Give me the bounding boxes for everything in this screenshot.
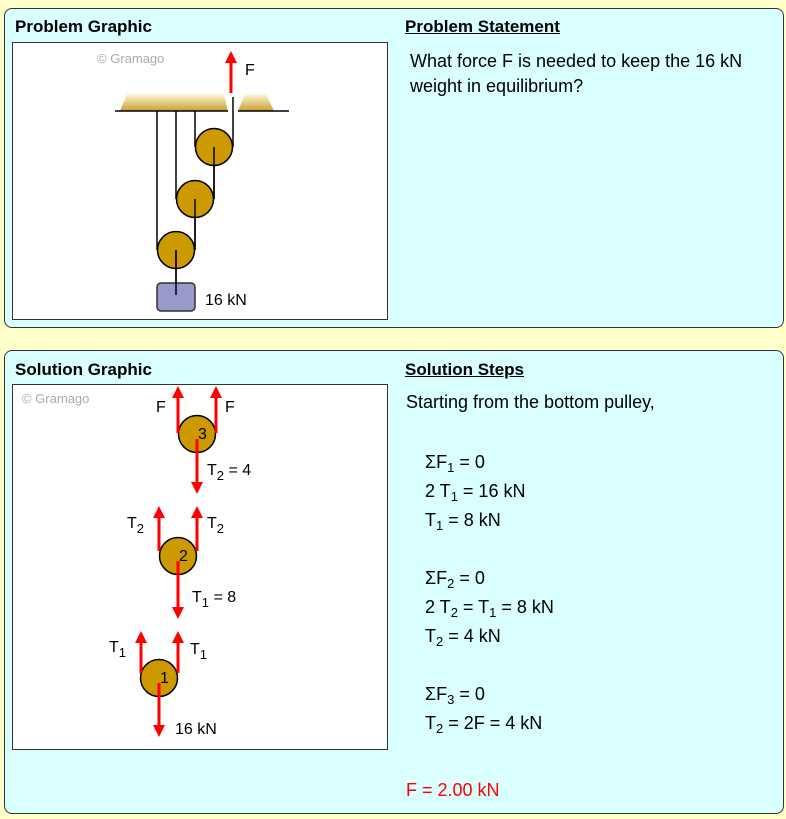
arrow-T1-left-head-icon	[135, 631, 147, 643]
ceiling-support-right	[238, 94, 274, 111]
problem-graphic: © Gramago 16 kN F	[12, 42, 388, 320]
solution-step: T2 = 4 kN	[425, 626, 501, 649]
label-F-right: F	[225, 399, 235, 416]
label-load: 16 kN	[175, 721, 217, 738]
solution-steps-title: Solution Steps	[405, 360, 524, 379]
arrow-F-left-head-icon	[172, 386, 184, 398]
label-T2-left: T2	[127, 515, 144, 536]
pulley-number: 1	[160, 670, 169, 687]
pulley-number: 3	[198, 426, 207, 443]
label-F-left: F	[156, 399, 166, 416]
arrow-T2-right-head-icon	[191, 506, 203, 518]
force-label: F	[245, 62, 255, 79]
label-T2-eq: T2 = 4	[207, 462, 251, 483]
solution-step: 2 T2 = T1 = 8 kN	[425, 597, 554, 620]
label-T2-right: T2	[207, 515, 224, 536]
problem-panel: Problem Graphic Problem Statement What f…	[4, 8, 784, 328]
solution-graphic: © Gramago 1 2 3 F F T2 = 4 T2 T2 T1 = 8 T1 T1 16 kN	[12, 384, 388, 750]
watermark: © Gramago	[97, 51, 164, 66]
solution-step: 2 T1 = 16 kN	[425, 481, 526, 504]
arrow-F-right-head-icon	[210, 386, 222, 398]
watermark: © Gramago	[22, 391, 89, 406]
problem-statement-title: Problem Statement	[405, 17, 560, 36]
solution-step: T2 = 2F = 4 kN	[425, 713, 543, 736]
label-T1-eq: T1 = 8	[192, 589, 236, 610]
arrow-T1-right-head-icon	[172, 631, 184, 643]
label-T1-right: T1	[190, 641, 207, 662]
arrow-T2-left-head-icon	[153, 506, 165, 518]
free-body-diagram: © Gramago 1 2 3 F F T2 = 4 T2 T2 T1 = 8 T1 T1 16 kN	[22, 386, 251, 738]
solution-step: ΣF3 = 0	[425, 684, 485, 707]
problem-statement: What force F is needed to keep the 16 kN…	[410, 51, 743, 96]
label-T1-left: T1	[109, 639, 126, 660]
problem-graphic-title: Problem Graphic	[15, 17, 152, 36]
solution-graphic-title: Solution Graphic	[15, 360, 152, 379]
arrow-T1-down-head-icon	[172, 607, 184, 619]
force-arrow-icon	[225, 51, 237, 63]
answer: F = 2.00 kN	[406, 780, 500, 800]
pulley-number: 2	[179, 548, 188, 565]
ceiling-support-left	[120, 94, 228, 111]
solution-step: ΣF2 = 0	[425, 568, 485, 591]
pulley-system-diagram: © Gramago 16 kN F	[97, 51, 289, 312]
solution-step: ΣF1 = 0	[425, 452, 485, 475]
weight-label: 16 kN	[205, 292, 247, 309]
solution-panel: Solution Graphic Solution Steps Starting…	[4, 350, 784, 814]
solution-intro: Starting from the bottom pulley,	[406, 392, 655, 412]
solution-step: T1 = 8 kN	[425, 510, 501, 533]
solution-steps: ΣF1 = 0 2 T1 = 16 kN T1 = 8 kN ΣF2 = 0 2 T2 …	[425, 448, 554, 738]
pulley-hangers	[175, 147, 215, 295]
arrow-load-down-head-icon	[153, 725, 165, 737]
arrow-T2-down-head-icon	[191, 482, 203, 494]
